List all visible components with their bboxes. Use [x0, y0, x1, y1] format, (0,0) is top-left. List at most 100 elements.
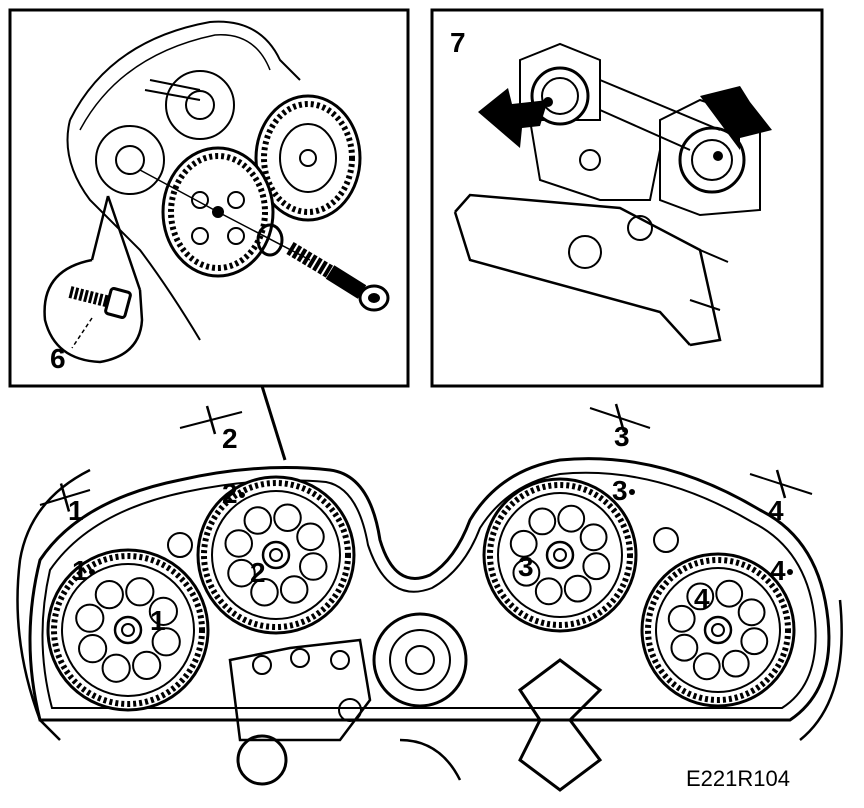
sprocket-hole [509, 529, 538, 558]
mark-group-2: 2 2 2 [179, 405, 266, 588]
tooth-mark-label: 3 [612, 475, 628, 506]
sprocket-hole [686, 582, 715, 611]
sprocket-hole [148, 596, 178, 626]
inset-exploded-view: 6 [8, 8, 410, 388]
idler-small-left [167, 532, 193, 558]
long-bolt [286, 241, 390, 312]
sprocket-hole [579, 523, 608, 552]
cam-left-inner [541, 77, 579, 115]
cam-right-inner [691, 139, 733, 181]
callout-bubble-6 [43, 258, 144, 364]
sprocket-rear [254, 94, 362, 222]
pointer-arrow-left [478, 88, 548, 148]
hub-mark-label: 4 [694, 583, 710, 614]
sprocket-hole [582, 552, 611, 581]
sprocket-hole [528, 507, 557, 536]
sprocket-hole [721, 649, 750, 678]
inset-leader [260, 385, 287, 461]
leader-6 [71, 317, 93, 349]
housing-inner-outline [79, 34, 271, 131]
cylinder-head [453, 193, 722, 347]
sprocket-3 [482, 477, 638, 633]
sprocket-hole [101, 653, 131, 683]
assembly-axis [139, 169, 311, 261]
sprocket-hole [250, 577, 279, 607]
dimension-tick [614, 403, 626, 433]
head-face [529, 119, 661, 201]
sprocket-hole [132, 650, 162, 680]
figure-code: E221R104 [686, 766, 790, 791]
label-bolt-6: 6 [50, 343, 66, 374]
mark-group-4: 4 4 4 [694, 469, 813, 614]
bracket-hole-1 [252, 655, 272, 675]
washer [256, 223, 284, 257]
cam-right [678, 126, 746, 194]
tooth-dot [629, 489, 635, 495]
sprocket-hub [545, 540, 575, 570]
dim-label: 3 [614, 421, 630, 452]
lower-bracket [228, 638, 372, 742]
crank-pulley-partial [236, 734, 288, 786]
sprocket-hub [113, 615, 143, 645]
belt-outer-path [28, 457, 831, 722]
sprocket-hole [667, 604, 696, 633]
head-bore-3 [568, 235, 602, 269]
sprocket-2 [196, 475, 356, 635]
bracket-hole-2 [290, 648, 310, 668]
sprocket-hole [534, 577, 563, 606]
sprocket-hub [261, 540, 291, 570]
shaft-rear [144, 79, 201, 101]
sprocket-hole [715, 579, 744, 608]
sprocket-hole [563, 574, 592, 603]
hub-mark-label: 1 [150, 605, 166, 636]
sprocket-hole [279, 575, 309, 604]
sprocket-hole [296, 522, 325, 552]
dim-label: 2 [222, 423, 238, 454]
bearing-seat-rear-hub [185, 90, 215, 120]
sprocket-4 [640, 552, 796, 708]
inset-camshaft-view: 7 [430, 8, 824, 388]
tooth-mark-label: 2 [222, 478, 238, 509]
head-bore-1 [579, 149, 601, 171]
sprocket-hole [273, 503, 302, 533]
sprocket-hole [692, 652, 721, 681]
water-pump-bracket [517, 658, 603, 792]
cover-edge-right [799, 599, 843, 741]
sprocket-hole [670, 633, 699, 662]
pointer-arrow-right [700, 86, 772, 150]
bearing-seat-front-hub [115, 145, 145, 175]
sprocket-hole [94, 580, 124, 610]
hub-mark-label: 2 [250, 557, 266, 588]
cam-right-mark [713, 151, 723, 161]
dim-label: 4 [768, 495, 784, 526]
sprocket-hole [740, 627, 769, 656]
sprocket-hole [151, 627, 181, 657]
bracket-hole-3 [330, 650, 350, 670]
cam-left [530, 66, 590, 126]
tooth-mark-label: 1 [72, 555, 88, 586]
sprocket-hole [737, 598, 766, 627]
dimension-tick [775, 469, 787, 499]
camshaft-sprockets [46, 475, 796, 712]
tensioner-pulley [372, 612, 468, 708]
sprocket-1 [46, 548, 210, 712]
small-bolt [68, 286, 132, 319]
lower-cover-arc [399, 738, 462, 781]
alignment-marks: 1 1 1 2 2 2 3 3 3 4 4 4 [39, 403, 813, 636]
tooth-dot [89, 569, 95, 575]
dim-label: 1 [68, 495, 84, 526]
sprocket-hole [78, 634, 108, 664]
tooth-mark-label: 4 [770, 555, 786, 586]
bearing-seat-front [95, 125, 165, 195]
sprocket-hole [243, 506, 273, 535]
hub-mark-label: 3 [518, 551, 534, 582]
sprocket-hole [512, 558, 541, 587]
housing-outline [66, 20, 301, 341]
sprocket-hole [298, 552, 328, 581]
sprocket-hole [227, 558, 256, 588]
cover-edge-left [16, 468, 91, 741]
mark-group-3: 3 3 3 [518, 403, 651, 582]
tooth-dot [787, 569, 793, 575]
label-view-7: 7 [450, 27, 466, 58]
